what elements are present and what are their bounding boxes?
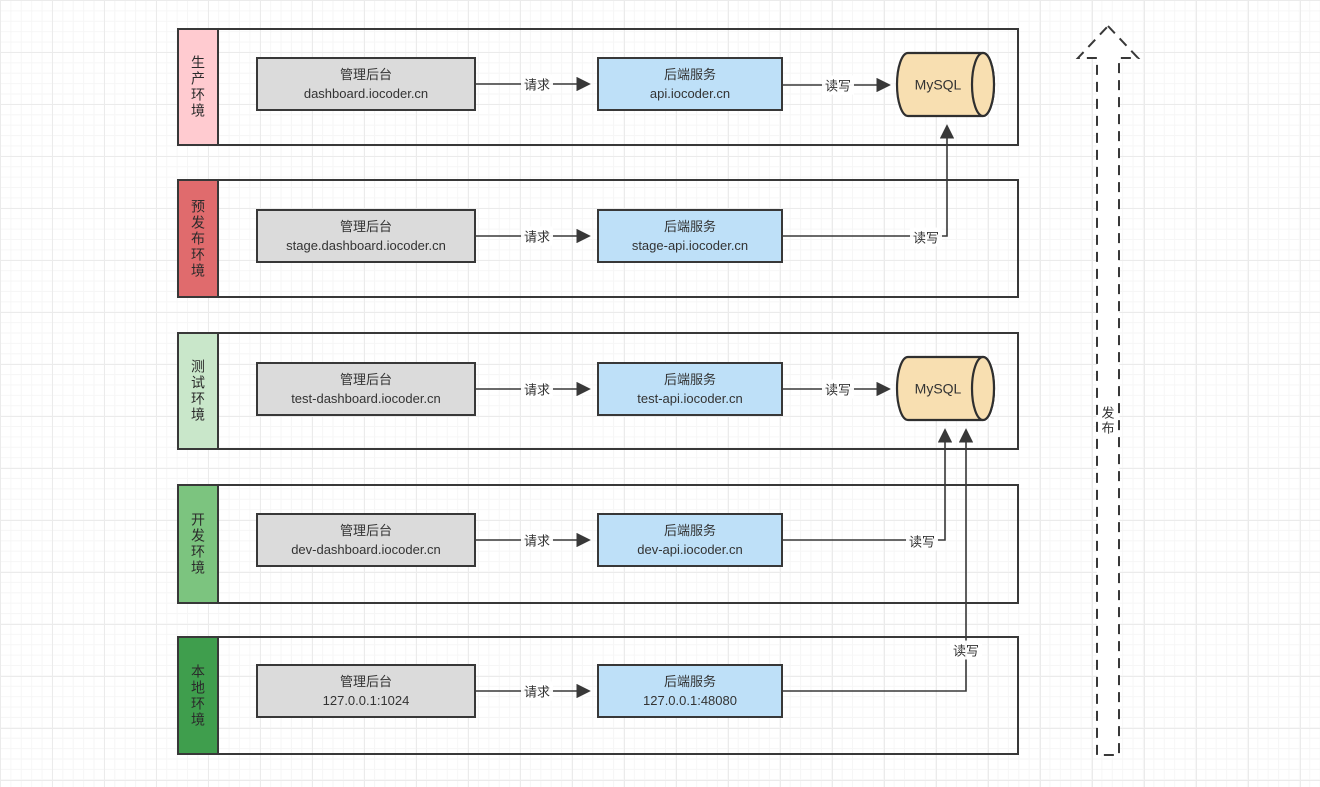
- edge-label-readwrite: 读写: [821, 379, 855, 399]
- admin-node-title: 管理后台: [339, 673, 392, 689]
- deploy-label: 发布: [1099, 406, 1115, 436]
- backend-node-host: 127.0.0.1:48080: [643, 693, 737, 708]
- admin-node-production: 管理后台 dashboard.iocoder.cn: [256, 57, 476, 111]
- backend-node-host: api.iocoder.cn: [649, 86, 731, 101]
- env-row-staging: 预发布环境: [177, 179, 1019, 298]
- edge-label-readwrite: 读写: [905, 531, 939, 551]
- env-label-local: 本地环境: [179, 638, 219, 753]
- backend-node-staging: 后端服务 stage-api.iocoder.cn: [597, 209, 783, 263]
- admin-node-title: 管理后台: [339, 522, 392, 538]
- edge-label-request: 请求: [520, 379, 554, 399]
- admin-node-development: 管理后台 dev-dashboard.iocoder.cn: [256, 513, 476, 567]
- admin-node-title: 管理后台: [339, 371, 392, 387]
- admin-node-staging: 管理后台 stage.dashboard.iocoder.cn: [256, 209, 476, 263]
- admin-node-host: 127.0.0.1:1024: [322, 693, 410, 708]
- edge-label-readwrite: 读写: [909, 227, 943, 247]
- edge-label-request: 请求: [520, 530, 554, 550]
- backend-node-title: 后端服务: [663, 522, 716, 538]
- admin-node-title: 管理后台: [339, 218, 392, 234]
- backend-node-host: dev-api.iocoder.cn: [637, 542, 743, 557]
- admin-node-host: stage.dashboard.iocoder.cn: [286, 238, 446, 253]
- admin-node-title: 管理后台: [339, 66, 392, 82]
- edge-label-request: 请求: [520, 226, 554, 246]
- deploy-arrow: [1075, 24, 1141, 756]
- backend-node-local: 后端服务 127.0.0.1:48080: [597, 664, 783, 718]
- backend-node-testing: 后端服务 test-api.iocoder.cn: [597, 362, 783, 416]
- backend-node-title: 后端服务: [663, 218, 716, 234]
- env-label-staging: 预发布环境: [179, 181, 219, 296]
- env-row-local: 本地环境: [177, 636, 1019, 755]
- backend-node-title: 后端服务: [663, 673, 716, 689]
- admin-node-host: dashboard.iocoder.cn: [303, 86, 429, 101]
- edge-label-readwrite: 读写: [949, 640, 983, 660]
- env-label-testing: 测试环境: [179, 334, 219, 448]
- admin-node-host: dev-dashboard.iocoder.cn: [291, 542, 441, 557]
- backend-node-title: 后端服务: [663, 371, 716, 387]
- admin-node-testing: 管理后台 test-dashboard.iocoder.cn: [256, 362, 476, 416]
- edge-label-readwrite: 读写: [821, 75, 855, 95]
- backend-node-host: test-api.iocoder.cn: [637, 391, 743, 406]
- admin-node-local: 管理后台 127.0.0.1:1024: [256, 664, 476, 718]
- backend-node-production: 后端服务 api.iocoder.cn: [597, 57, 783, 111]
- env-row-testing: 测试环境: [177, 332, 1019, 450]
- env-row-production: 生产环境: [177, 28, 1019, 146]
- admin-node-host: test-dashboard.iocoder.cn: [291, 391, 441, 406]
- edge-label-request: 请求: [520, 74, 554, 94]
- backend-node-title: 后端服务: [663, 66, 716, 82]
- env-label-production: 生产环境: [179, 30, 219, 144]
- backend-node-host: stage-api.iocoder.cn: [631, 238, 749, 253]
- edge-label-request: 请求: [520, 681, 554, 701]
- env-row-development: 开发环境: [177, 484, 1019, 604]
- backend-node-development: 后端服务 dev-api.iocoder.cn: [597, 513, 783, 567]
- env-label-development: 开发环境: [179, 486, 219, 602]
